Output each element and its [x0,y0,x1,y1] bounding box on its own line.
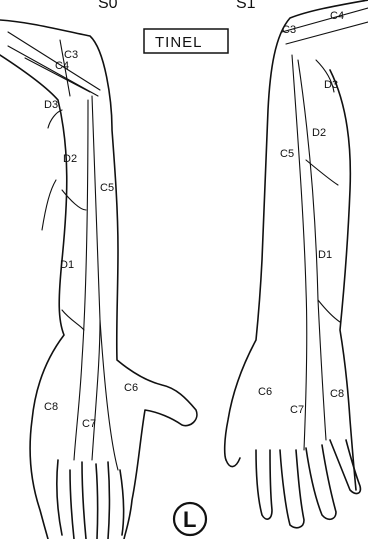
tinel-label-box: TINEL [144,29,228,53]
header-left-partial: S0 [98,0,118,12]
right-arm-drawing [225,0,368,528]
header-right-partial: S1 [236,0,256,12]
left-label-c4: C4 [55,60,69,72]
right-label-c8: C8 [330,388,344,400]
left-arm-drawing [0,20,197,539]
left-label-c6: C6 [124,382,138,394]
left-label-c8: C8 [44,401,58,413]
right-label-c7: C7 [290,404,304,416]
left-label-c5: C5 [100,182,114,194]
right-label-d3: D3 [324,79,338,91]
side-marker-label: L [183,507,196,532]
right-label-c4: C4 [330,10,344,22]
right-label-c6: C6 [258,386,272,398]
side-marker-circle: L [174,503,206,535]
left-label-d3: D3 [44,99,58,111]
left-label-c7: C7 [82,418,96,430]
left-label-d2: D2 [63,153,77,165]
right-label-d1: D1 [318,249,332,261]
right-label-d2: D2 [312,127,326,139]
right-label-c5: C5 [280,148,294,160]
right-label-c3: C3 [282,24,296,36]
left-label-d1: D1 [60,259,74,271]
tinel-label: TINEL [155,34,203,51]
